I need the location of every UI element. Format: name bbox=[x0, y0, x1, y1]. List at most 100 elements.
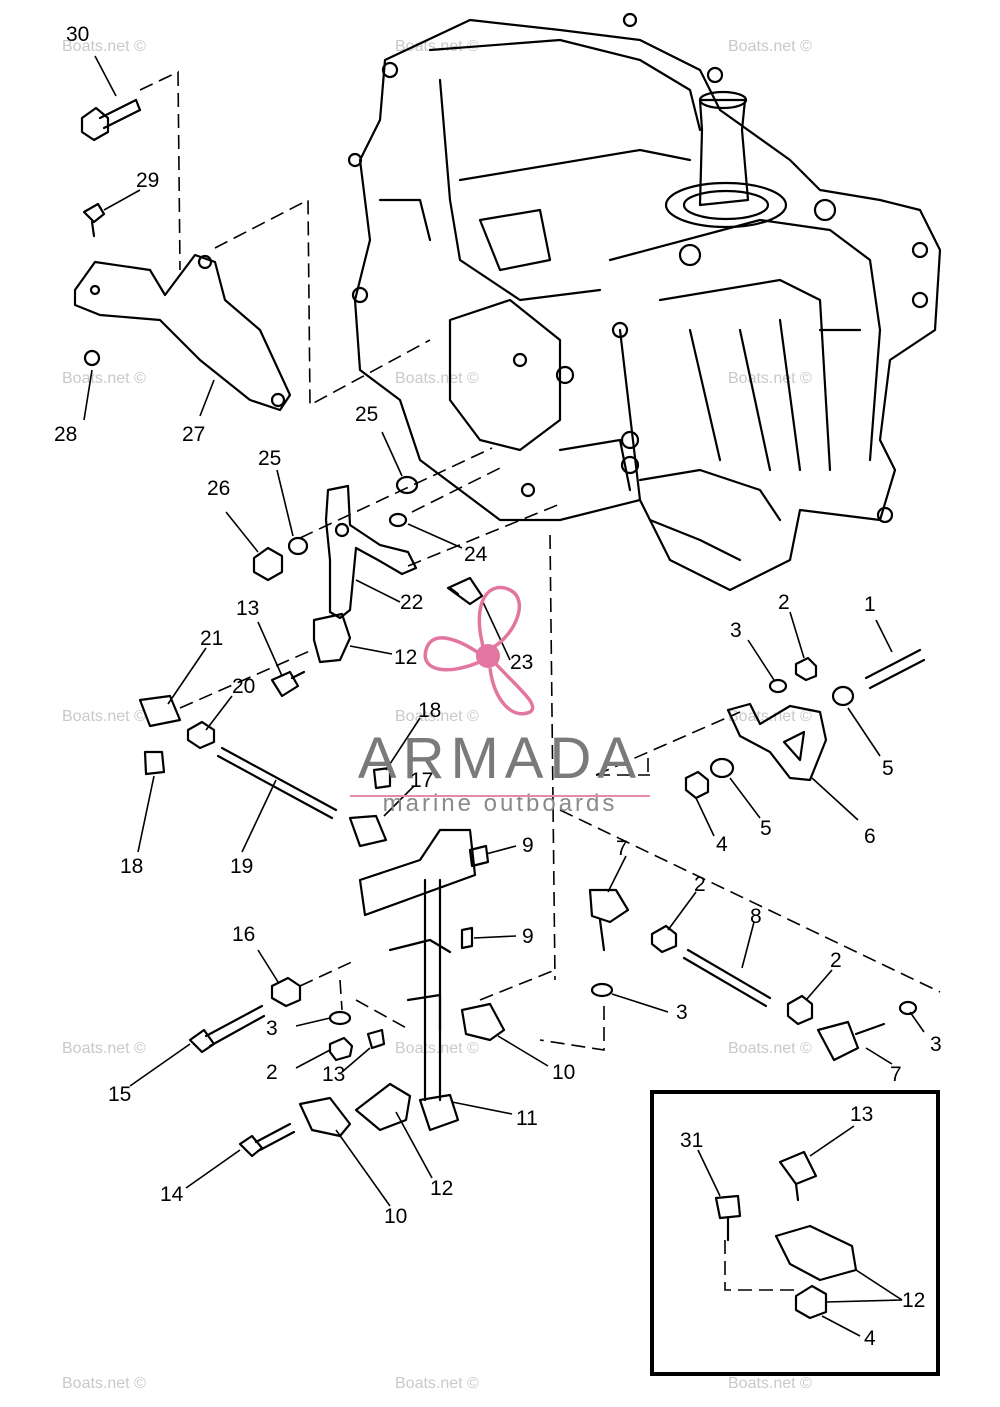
callout-17: 17 bbox=[410, 769, 434, 792]
inset-13-screw bbox=[778, 1150, 818, 1202]
watermark: Boats.net © bbox=[728, 1375, 812, 1392]
callout-25: 25 bbox=[355, 403, 379, 426]
callout-2: 2 bbox=[778, 591, 790, 614]
callout-22: 22 bbox=[400, 591, 424, 614]
part-11-shift-shaft bbox=[358, 828, 477, 1132]
callout-19: 19 bbox=[230, 855, 254, 878]
brand-name: ARMADA bbox=[357, 726, 643, 791]
brand-underline bbox=[350, 795, 650, 797]
callout-27: 27 bbox=[182, 423, 206, 446]
callout-25: 25 bbox=[258, 447, 282, 470]
part-5-washer-a bbox=[831, 685, 855, 707]
brand-tagline: marine outboards bbox=[382, 790, 618, 817]
callout-21: 21 bbox=[200, 627, 224, 650]
part-7-ball-joint bbox=[588, 888, 630, 952]
callout-13: 13 bbox=[236, 597, 260, 620]
part-18-stud bbox=[143, 750, 166, 776]
part-2-nut-c bbox=[794, 656, 818, 682]
callout-8: 8 bbox=[750, 905, 762, 928]
part-5-washer-b bbox=[709, 757, 735, 779]
watermark: Boats.net © bbox=[728, 708, 812, 725]
watermark: Boats.net © bbox=[62, 370, 146, 387]
callout-1: 1 bbox=[864, 593, 876, 616]
callout-15: 15 bbox=[108, 1083, 132, 1106]
callout-5: 5 bbox=[760, 817, 772, 840]
callout-2: 2 bbox=[266, 1061, 278, 1084]
part-7-ball-joint-b bbox=[816, 1020, 886, 1062]
callout-18: 18 bbox=[418, 699, 442, 722]
callout-10: 10 bbox=[384, 1205, 408, 1228]
inset-4-nut bbox=[794, 1284, 828, 1320]
part-9-pin-b bbox=[460, 926, 474, 950]
callout-13: 13 bbox=[322, 1063, 346, 1086]
part-12-clamp-lower bbox=[354, 1082, 412, 1132]
part-2-nut-left bbox=[328, 1036, 354, 1062]
callout-23: 23 bbox=[510, 651, 534, 674]
watermark: Boats.net © bbox=[395, 38, 479, 55]
part-26-nut bbox=[252, 546, 284, 582]
inset-31-screw bbox=[714, 1194, 742, 1242]
part-4-nut bbox=[684, 770, 710, 800]
part-1-stud bbox=[864, 648, 926, 690]
brand-wordmark: ARMADA marine outboards bbox=[340, 730, 660, 818]
part-23-screw bbox=[446, 576, 484, 606]
callout-5: 5 bbox=[882, 757, 894, 780]
part-3-washer-left bbox=[328, 1010, 352, 1026]
part-25-washer-b bbox=[287, 536, 309, 556]
callout-7: 7 bbox=[890, 1063, 902, 1086]
watermark: Boats.net © bbox=[62, 1375, 146, 1392]
callout-24: 24 bbox=[464, 543, 488, 566]
part-13-screw-upper bbox=[270, 670, 306, 698]
part-3-washer-c bbox=[768, 678, 788, 694]
callout-4: 4 bbox=[716, 833, 728, 856]
part-18-stud-b bbox=[372, 766, 392, 790]
callout-16: 16 bbox=[232, 923, 256, 946]
callout-12: 12 bbox=[902, 1289, 926, 1312]
part-30-bolt bbox=[80, 98, 142, 142]
callout-26: 26 bbox=[207, 477, 231, 500]
part-15-bolt bbox=[188, 1004, 266, 1054]
callout-30: 30 bbox=[66, 23, 90, 46]
watermark: Boats.net © bbox=[728, 1040, 812, 1057]
callout-18: 18 bbox=[120, 855, 144, 878]
part-16-nut bbox=[270, 976, 302, 1008]
callout-4: 4 bbox=[864, 1327, 876, 1350]
part-25-washer bbox=[395, 475, 419, 495]
part-3-washer-a bbox=[590, 982, 614, 998]
part-10-clamp-upper bbox=[460, 1002, 506, 1042]
callout-9: 9 bbox=[522, 925, 534, 948]
part-6-bracket bbox=[726, 702, 828, 782]
callout-6: 6 bbox=[864, 825, 876, 848]
callout-20: 20 bbox=[232, 675, 256, 698]
part-3-washer-b bbox=[898, 1000, 918, 1016]
callout-10: 10 bbox=[552, 1061, 576, 1084]
callout-3: 3 bbox=[676, 1001, 688, 1024]
powerhead-block bbox=[347, 12, 942, 592]
callout-2: 2 bbox=[830, 949, 842, 972]
part-21-link bbox=[138, 694, 182, 728]
part-19-rod bbox=[216, 746, 338, 820]
callout-11: 11 bbox=[516, 1107, 538, 1130]
callout-31: 31 bbox=[680, 1129, 704, 1152]
part-29-fitting bbox=[82, 202, 106, 238]
watermark: Boats.net © bbox=[395, 708, 479, 725]
part-8-rod bbox=[682, 948, 772, 1008]
watermark: Boats.net © bbox=[62, 38, 146, 55]
watermark: Boats.net © bbox=[395, 1375, 479, 1392]
callout-14: 14 bbox=[160, 1183, 184, 1206]
inset-12-clamp bbox=[774, 1224, 858, 1282]
callout-12: 12 bbox=[394, 646, 418, 669]
part-20-nut bbox=[186, 720, 216, 750]
callout-9: 9 bbox=[522, 834, 534, 857]
part-22-lever bbox=[324, 484, 418, 620]
callout-7: 7 bbox=[616, 837, 628, 860]
part-24-bushing bbox=[388, 512, 408, 528]
part-9-pin bbox=[468, 844, 490, 868]
callout-29: 29 bbox=[136, 169, 160, 192]
watermark: Boats.net © bbox=[728, 38, 812, 55]
detail-inset-frame bbox=[650, 1090, 940, 1376]
watermark: Boats.net © bbox=[62, 1040, 146, 1057]
part-17-link bbox=[348, 814, 388, 848]
